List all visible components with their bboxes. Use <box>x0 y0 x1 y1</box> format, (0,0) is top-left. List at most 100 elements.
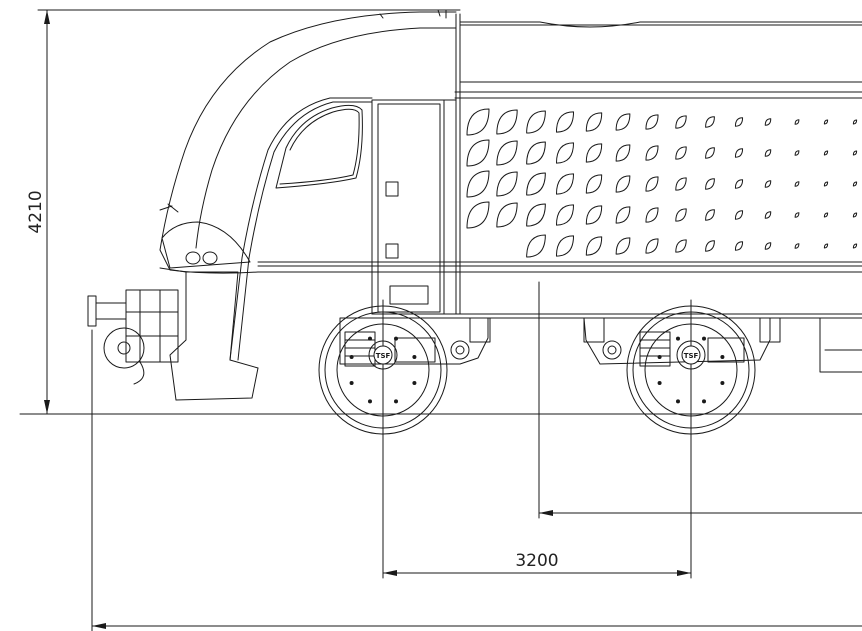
front-axle-badge: TSF <box>374 346 392 364</box>
front-damper-pin <box>451 341 469 359</box>
leaf-shape <box>586 144 601 162</box>
cab-skirt <box>160 268 258 400</box>
leaf-shape <box>795 120 799 125</box>
front-damper-pin-2 <box>456 346 464 354</box>
leaf-shape <box>676 147 686 159</box>
leaf-shape <box>646 146 658 160</box>
leaf-shape <box>527 235 546 257</box>
wheel-bolt <box>675 336 680 341</box>
leaf-shape <box>765 150 771 157</box>
leaf-shape <box>706 241 715 251</box>
leaf-shape <box>706 179 715 189</box>
cab-nose-inner <box>196 28 456 248</box>
cab-door-inner <box>378 104 440 312</box>
leaf-shape <box>735 149 742 157</box>
leaf-shape <box>497 172 517 196</box>
roof-accent <box>380 10 446 18</box>
wheel-bolt <box>394 336 399 341</box>
leaf-shape <box>616 238 630 254</box>
leaf-shape <box>795 244 799 249</box>
front-bogie-box <box>470 318 490 342</box>
wheel-bolt <box>702 399 707 404</box>
leaf-shape <box>706 117 715 127</box>
buffer-shank <box>96 303 126 319</box>
bogie-arrow-right <box>677 570 691 576</box>
leaf-shape <box>765 181 771 188</box>
leaf-pattern <box>467 109 857 257</box>
leaf-shape <box>616 176 630 192</box>
rear-wheel-hub <box>677 341 705 369</box>
wheel-bolt <box>657 381 662 386</box>
rear-badge-circle <box>682 346 700 364</box>
rear-spring <box>640 332 670 366</box>
buffer-head <box>88 296 96 326</box>
front-bogie <box>319 306 490 434</box>
leaf-shape <box>824 244 827 248</box>
rear-damper-pin-2 <box>608 346 616 354</box>
leaf-shape <box>676 240 686 252</box>
leaf-shape <box>556 112 573 132</box>
headlight-left <box>186 252 200 264</box>
leaf-shape <box>795 151 799 156</box>
leaf-shape <box>556 143 573 163</box>
leaf-shape <box>527 204 546 226</box>
wiper <box>160 204 178 212</box>
leaf-shape <box>795 182 799 187</box>
leaf-shape <box>497 203 517 227</box>
leaf-shape <box>646 239 658 253</box>
leaf-shape <box>467 109 489 135</box>
leaf-shape <box>824 182 827 186</box>
rear-wheel-bolts <box>657 336 725 404</box>
wheel-bolt <box>412 354 417 359</box>
cab-front-panel-2 <box>238 102 372 360</box>
rear-axle-badge: TSF <box>682 346 700 364</box>
leaf-shape <box>853 120 856 124</box>
leaf-shape <box>853 244 856 248</box>
roof-line <box>460 22 862 27</box>
rear-damper <box>708 338 744 362</box>
bogie-arrow-left <box>383 570 397 576</box>
leaf-shape <box>497 110 517 134</box>
wheel-bolt <box>412 381 417 386</box>
coupler-frame <box>126 290 178 362</box>
cab-door <box>372 100 456 314</box>
leaf-shape <box>735 180 742 188</box>
leaf-shape <box>556 174 573 194</box>
leaf-shape <box>497 141 517 165</box>
wheel-bolt <box>394 399 399 404</box>
leaf-shape <box>616 145 630 161</box>
front-damper <box>395 338 435 362</box>
leaf-shape <box>735 118 742 126</box>
leaf-shape <box>853 213 856 217</box>
wheel-bolt <box>367 399 372 404</box>
wheel-bolt <box>349 354 354 359</box>
leaf-shape <box>527 111 546 133</box>
front-wheel-hub <box>369 341 397 369</box>
leaf-shape <box>795 213 799 218</box>
leaf-shape <box>467 171 489 197</box>
cab-front-panel <box>230 98 372 368</box>
leaf-shape <box>586 113 601 131</box>
leaf-shape <box>765 243 771 250</box>
leaf-shape <box>824 120 827 124</box>
coupler-hose <box>134 362 144 384</box>
leaf-shape <box>765 212 771 219</box>
overall-arrow-left <box>92 623 106 629</box>
leaf-shape <box>467 140 489 166</box>
leaf-shape <box>556 205 573 225</box>
leaf-shape <box>824 151 827 155</box>
cab-nose-outer <box>160 12 456 273</box>
headlight-right <box>203 252 217 264</box>
leaf-shape <box>467 202 489 228</box>
door-handle-bottom <box>386 244 398 258</box>
leaf-shape <box>527 142 546 164</box>
cab-window <box>276 105 362 188</box>
leaf-shape <box>676 178 686 190</box>
leaf-shape <box>853 151 856 155</box>
leaf-shape <box>646 115 658 129</box>
leaf-shape <box>765 119 771 126</box>
leaf-shape <box>646 208 658 222</box>
rear-damper-pin <box>603 341 621 359</box>
leaf-shape <box>706 210 715 220</box>
